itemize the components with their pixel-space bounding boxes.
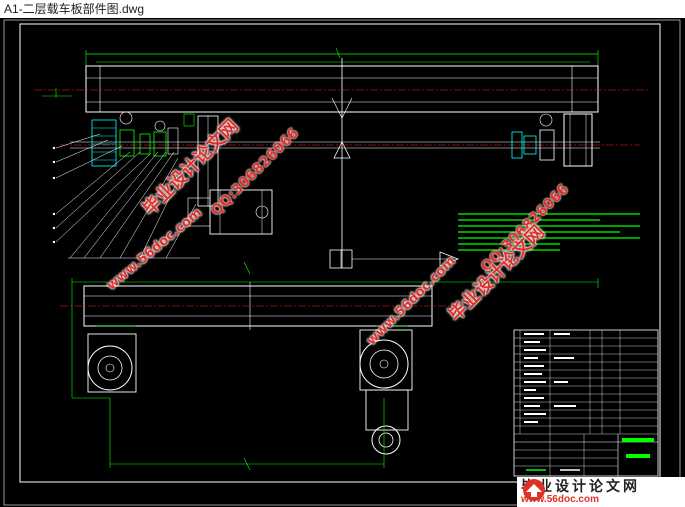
- title-block: [513, 329, 659, 477]
- brand-logo-icon: [523, 479, 545, 501]
- sheet-border: [3, 19, 681, 506]
- footer-url: www.56doc.com: [521, 493, 599, 505]
- footer-brand: 毕业设计论文网 www.56doc.com: [517, 477, 685, 507]
- window-title: A1-二层载车板部件图.dwg: [0, 0, 685, 18]
- drawing-border: [19, 23, 661, 483]
- cad-drawing-canvas[interactable]: 毕业设计论文网 QQ:306826066 www.56doc.com QQ:30…: [0, 18, 685, 507]
- front-view: [60, 278, 599, 471]
- cad-drawing: [3, 19, 681, 506]
- technical-notes: [458, 213, 640, 251]
- footer-brand-name: 毕业设计论文网: [521, 477, 640, 494]
- top-view: [34, 47, 650, 275]
